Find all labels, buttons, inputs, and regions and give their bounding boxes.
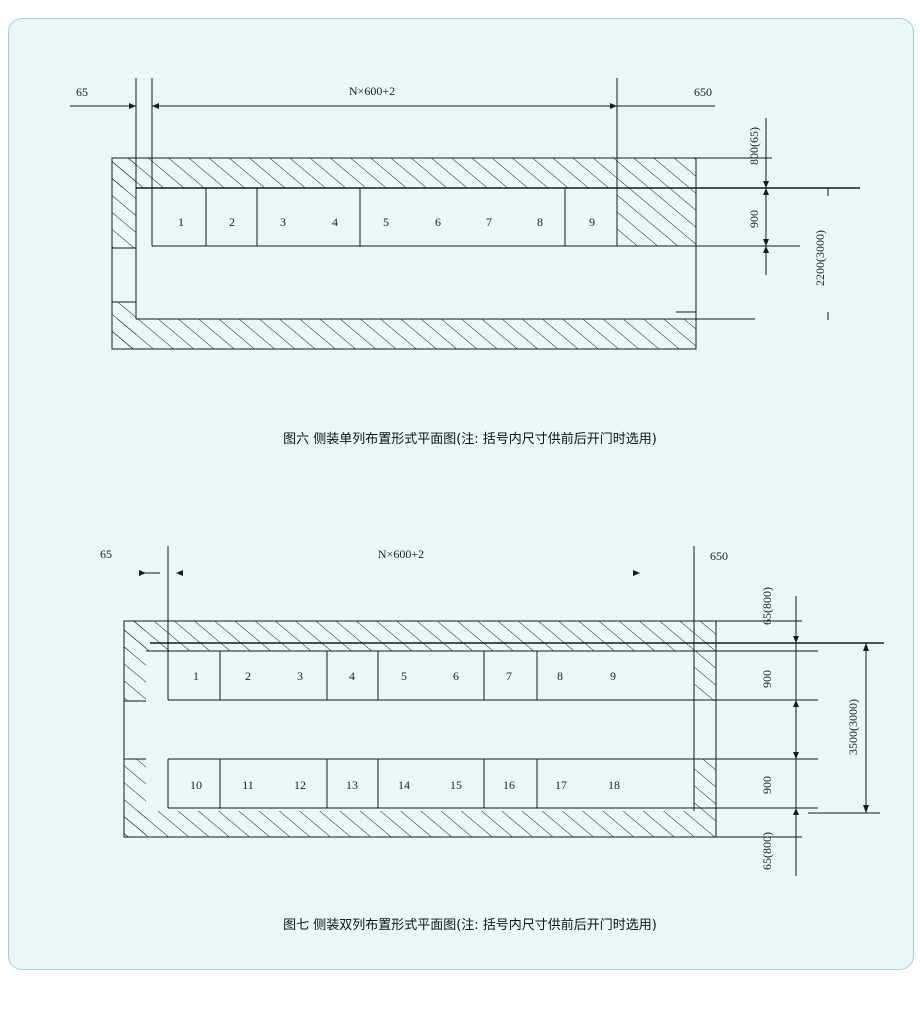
cabinet-label: 14	[398, 778, 410, 792]
cabinet-label: 8	[537, 215, 543, 229]
cabinet-label: 3	[297, 669, 303, 683]
cabinet-label: 3	[280, 215, 286, 229]
cabinet-label: 1	[193, 669, 199, 683]
dimension-lines	[139, 546, 880, 876]
cabinet-label: 1	[178, 215, 184, 229]
cabinet-label: 4	[332, 215, 338, 229]
dim-top-wall-label: 65(800)	[760, 587, 774, 625]
cabinet-label: 7	[506, 669, 512, 683]
wall-hatching	[112, 158, 696, 349]
cabinet-label: 6	[453, 669, 459, 683]
cabinet-labels-top: 1 2 3 4 5 6 7 8 9	[193, 669, 616, 683]
cabinet-labels-bottom: 10 11 12 13 14 15 16 17 18	[190, 778, 620, 792]
cabinet-label: 10	[190, 778, 202, 792]
cabinet-labels: 1 2 3 4 5 6 7 8 9	[178, 215, 595, 229]
dim-row-label: 900	[747, 210, 761, 228]
wall-hatching	[124, 621, 716, 837]
cabinet-label: 12	[294, 778, 306, 792]
cabinet-row-bottom	[167, 758, 818, 809]
dim-row-bottom-label: 900	[760, 776, 774, 794]
dim-main-label: N×600+2	[378, 547, 424, 561]
figure-7: 1 2 3 4 5 6 7 8 9 10 11 12 13 14 15 16 1…	[100, 546, 884, 933]
dim-top-wall-label: 800(65)	[747, 127, 761, 165]
cabinet-label: 9	[589, 215, 595, 229]
figure-6-caption: 图六 侧装单列布置形式平面图(注: 括号内尺寸供前后开门时选用)	[283, 431, 657, 447]
cabinet-label: 11	[242, 778, 254, 792]
cabinet-label: 6	[435, 215, 441, 229]
cabinet-label: 15	[450, 778, 462, 792]
dim-right-label: 650	[710, 549, 728, 563]
dim-main-label: N×600+2	[349, 84, 395, 98]
cabinet-label: 9	[610, 669, 616, 683]
cabinet-label: 16	[503, 778, 515, 792]
cabinet-label: 8	[557, 669, 563, 683]
dim-total-label: 3500(3000)	[846, 699, 860, 755]
cabinet-row-top	[146, 642, 884, 701]
cabinet-row	[136, 187, 860, 247]
dim-left-label: 65	[76, 85, 88, 99]
cabinet-label: 18	[608, 778, 620, 792]
wall-outline	[123, 620, 717, 838]
dim-left-label: 65	[100, 547, 112, 561]
figure-7-caption: 图七 侧装双列布置形式平面图(注: 括号内尺寸供前后开门时选用)	[283, 917, 657, 933]
dim-bottom-wall-label: 65(800)	[760, 832, 774, 870]
cabinet-label: 2	[229, 215, 235, 229]
dim-total-label: 2200(3000)	[813, 230, 827, 286]
cabinet-label: 7	[486, 215, 492, 229]
dimension-lines	[70, 78, 829, 320]
cabinet-label: 13	[346, 778, 358, 792]
figure-6: 1 2 3 4 5 6 7 8 9	[70, 78, 860, 447]
dim-row-top-label: 900	[760, 670, 774, 688]
cabinet-label: 2	[245, 669, 251, 683]
dim-right-label: 650	[694, 85, 712, 99]
cabinet-label: 5	[401, 669, 407, 683]
cabinet-label: 5	[383, 215, 389, 229]
cabinet-label: 17	[555, 778, 567, 792]
cabinet-label: 4	[349, 669, 355, 683]
